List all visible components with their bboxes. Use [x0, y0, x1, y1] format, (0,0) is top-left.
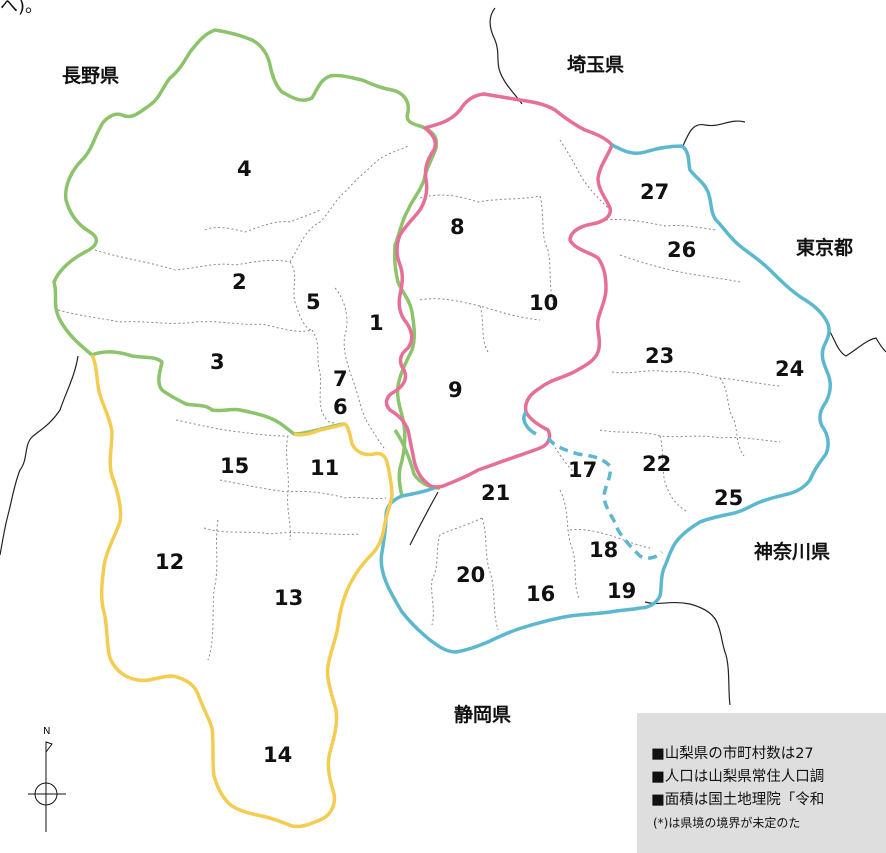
muni-label: 27	[640, 180, 669, 204]
muni-label: 12	[155, 550, 184, 574]
muni-label: 19	[607, 579, 636, 603]
muni-label: 1	[369, 311, 384, 335]
muni-label: 21	[481, 481, 510, 505]
muni-label: 16	[526, 582, 555, 606]
muni-label: 9	[448, 378, 463, 402]
municipality-labels: 1 2 3 4 5 6 7 8 9 10 11 12 13 14 15 16 1…	[155, 157, 804, 767]
boundary-blue-join	[522, 410, 537, 436]
muni-label: 26	[667, 238, 696, 262]
muni-label: 2	[232, 270, 247, 294]
muni-label: 4	[237, 157, 252, 181]
neighbor-borders	[0, 7, 886, 706]
prefecture-label-shizuoka: 静岡県	[454, 704, 512, 726]
border-tokyo-north	[681, 120, 746, 149]
muni-label: 23	[645, 344, 674, 368]
municipal-boundaries	[57, 139, 781, 661]
prefecture-label-nagano: 長野県	[62, 65, 120, 87]
compass-icon: N	[28, 726, 66, 832]
muni-label: 11	[310, 456, 339, 480]
boundary-blue	[379, 143, 832, 654]
boundary-pink	[384, 92, 614, 489]
border-south-3	[725, 654, 731, 706]
prefecture-label-saitama: 埼玉県	[567, 54, 625, 76]
border-north-tail	[489, 7, 523, 105]
muni-label: 24	[775, 357, 804, 381]
note-line: ■人口は山梨県常住人口調	[651, 769, 825, 785]
muni-label: 20	[456, 563, 485, 587]
muni-label: 17	[568, 458, 597, 482]
boundary-north-green	[52, 28, 439, 497]
border-west-1	[0, 355, 79, 556]
note-line: (*)は県境の境界が未定のた	[653, 816, 801, 830]
notes-box: ■山梨県の市町村数は27 ■人口は山梨県常住人口調 ■面積は国土地理院「令和 (…	[637, 713, 886, 853]
border-tokyo-east	[827, 327, 886, 357]
muni-label: 25	[714, 486, 743, 510]
muni-label: 22	[642, 452, 671, 476]
muni-label: 13	[274, 586, 303, 610]
muni-label: 10	[529, 291, 558, 315]
muni-label: 15	[220, 454, 249, 478]
muni-label: 18	[589, 538, 618, 562]
muni-label: 6	[333, 395, 348, 419]
corner-text-fragment: へ)。	[0, 0, 44, 17]
boundary-blue-dashed	[546, 436, 664, 560]
border-south-1	[409, 491, 439, 546]
border-south-2	[644, 601, 727, 656]
note-line: ■山梨県の市町村数は27	[651, 746, 814, 762]
note-line: ■面積は国土地理院「令和	[651, 792, 825, 808]
prefecture-label-kanagawa: 神奈川県	[754, 541, 831, 563]
muni-label: 7	[333, 367, 348, 391]
prefecture-label-tokyo: 東京都	[796, 237, 854, 259]
muni-label: 3	[210, 350, 225, 374]
muni-label: 14	[263, 743, 292, 767]
compass-north-label: N	[43, 726, 50, 737]
muni-label: 5	[306, 290, 321, 314]
boundary-yellow	[90, 354, 394, 829]
muni-label: 8	[450, 215, 465, 239]
